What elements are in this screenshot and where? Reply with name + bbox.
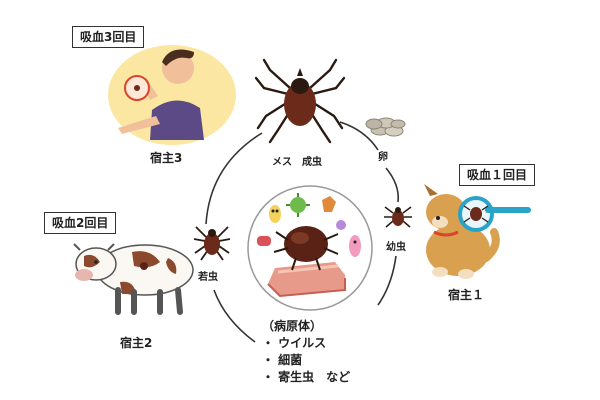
arc-larva-to-host1 — [377, 255, 397, 306]
adult-female-label: メス 成虫 — [272, 157, 322, 168]
parasite-icon — [322, 196, 336, 212]
larva-label: 幼虫 — [386, 242, 406, 253]
person-host-icon — [108, 45, 236, 145]
cow-host-icon — [73, 243, 194, 315]
nymph-tick-icon — [193, 226, 231, 261]
pathogen-item-parasite: ・ 寄生虫 など — [262, 370, 351, 384]
germ-icon-pink — [349, 235, 361, 257]
dog-host-icon — [424, 184, 531, 279]
egg-cluster-icon — [365, 117, 406, 137]
feeding-tick-icon — [284, 226, 328, 262]
blood-meal-1-label: 吸血１回目 — [459, 164, 536, 186]
host-3-label: 宿主3 — [150, 151, 183, 165]
larva-tick-icon — [384, 206, 412, 228]
virus-icon — [286, 193, 310, 217]
pathogen-item-bacteria: ・ 細菌 — [262, 353, 303, 367]
cow-tick-icon — [140, 262, 148, 270]
pathogen-list: （病原体） ・ ウイルス ・ 細菌 ・ 寄生虫 など — [262, 318, 350, 386]
host-2-label: 宿主2 — [120, 336, 153, 350]
arc-egg-to-larva — [385, 167, 400, 203]
adult-tick-icon — [254, 58, 346, 144]
egg-label: 卵 — [378, 152, 388, 163]
blood-meal-2-label: 吸血2回目 — [44, 212, 117, 234]
arc-host2-to-nymph — [213, 289, 256, 343]
nymph-label: 若虫 — [198, 272, 218, 283]
cycle-arcs — [205, 121, 400, 343]
pathogen-title: （病原体） — [262, 319, 323, 333]
magnifier-icon — [458, 196, 531, 232]
bacteria-icon — [269, 205, 281, 223]
pathogen-circle — [247, 185, 373, 311]
blood-meal-3-label: 吸血3回目 — [72, 26, 145, 48]
germ-icon-purple — [336, 220, 346, 230]
host-1-label: 宿主１ — [448, 288, 485, 302]
arc-nymph-to-host3 — [205, 132, 263, 225]
germ-icon-red — [257, 236, 271, 246]
arc-adult-to-egg — [339, 121, 379, 151]
pathogen-item-virus: ・ ウイルス — [262, 336, 327, 350]
